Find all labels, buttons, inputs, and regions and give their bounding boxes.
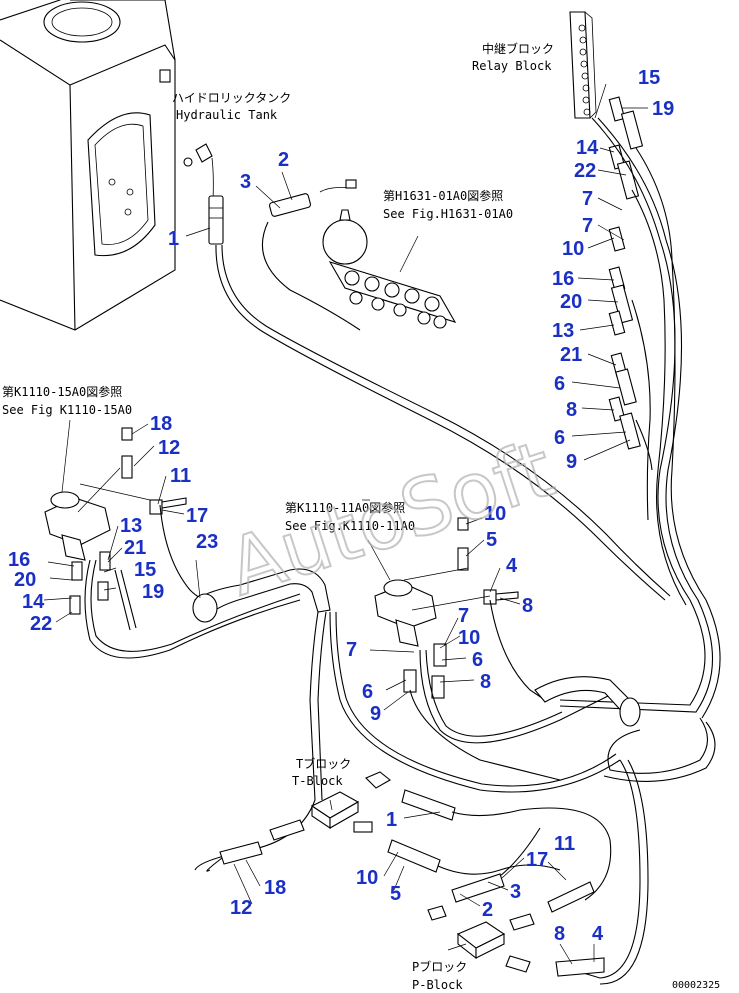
part-number: 7 bbox=[346, 639, 357, 661]
text-labels: 中継ブロック Relay Block ハイドロリックタンク Hydraulic … bbox=[2, 41, 554, 992]
return-lines bbox=[215, 221, 671, 601]
hydraulic-tank-label-en: Hydraulic Tank bbox=[176, 108, 278, 122]
ref-k1110-15-label-en: See Fig K1110-15A0 bbox=[2, 403, 132, 417]
part-number: 11 bbox=[554, 833, 575, 855]
part-number: 15 bbox=[638, 67, 660, 89]
part-number: 7 bbox=[458, 605, 469, 627]
part-number: 2 bbox=[482, 899, 493, 921]
part-number: 16 bbox=[8, 549, 30, 571]
part-number: 14 bbox=[22, 591, 45, 613]
hydraulic-tank-label-jp: ハイドロリックタンク bbox=[172, 91, 291, 105]
part-number: 17 bbox=[186, 505, 208, 527]
part-number: 19 bbox=[142, 581, 164, 603]
part-number: 21 bbox=[560, 344, 582, 366]
ref-k1110-11-label-jp: 第K1110-11A0図参照 bbox=[285, 500, 405, 515]
part-number: 3 bbox=[240, 171, 251, 193]
part-number: 15 bbox=[134, 559, 156, 581]
part-number: 8 bbox=[522, 595, 533, 617]
part-number: 16 bbox=[552, 268, 574, 290]
p-block-label-en: P-Block bbox=[412, 978, 463, 992]
p-block bbox=[427, 827, 605, 977]
part-number: 20 bbox=[560, 291, 582, 313]
part-number: 10 bbox=[458, 627, 480, 649]
part-number: 7 bbox=[582, 215, 593, 237]
part-number: 14 bbox=[576, 137, 599, 159]
part-number: 4 bbox=[506, 555, 518, 577]
part-number: 10 bbox=[484, 503, 506, 525]
part-number: 9 bbox=[566, 451, 577, 473]
part-number: 12 bbox=[230, 897, 252, 919]
ref-h1631-label-en: See Fig.H1631-01A0 bbox=[383, 207, 513, 221]
leader-lines bbox=[43, 83, 648, 965]
part-number: 5 bbox=[390, 883, 401, 905]
part-number: 10 bbox=[562, 238, 584, 260]
part-number: 10 bbox=[356, 867, 378, 889]
part-number: 8 bbox=[554, 923, 565, 945]
t-block-label-en: T-Block bbox=[292, 774, 343, 788]
accumulator-valve-assembly bbox=[268, 179, 457, 329]
part-number: 21 bbox=[124, 537, 146, 559]
part-numbers: 15 19 14 22 7 7 10 16 20 13 21 6 8 6 9 2… bbox=[8, 67, 674, 945]
part-number: 8 bbox=[480, 671, 491, 693]
part-number: 1 bbox=[168, 228, 179, 250]
relay-block-label-jp: 中継ブロック bbox=[482, 41, 554, 56]
center-ppc-valve bbox=[374, 517, 641, 781]
tank-outlet-fittings bbox=[183, 143, 224, 245]
part-number: 6 bbox=[554, 373, 565, 395]
part-number: 5 bbox=[486, 529, 497, 551]
part-number: 9 bbox=[370, 703, 381, 725]
document-number: 00002325 bbox=[672, 980, 720, 991]
t-block bbox=[206, 771, 612, 901]
ref-h1631-label-jp: 第H1631-01A0図参照 bbox=[383, 188, 503, 203]
part-number: 17 bbox=[526, 849, 548, 871]
part-number: 2 bbox=[278, 149, 289, 171]
part-number: 7 bbox=[582, 188, 593, 210]
part-number: 13 bbox=[552, 320, 574, 342]
part-number: 3 bbox=[510, 881, 521, 903]
relay-block bbox=[569, 11, 597, 119]
part-number: 22 bbox=[30, 613, 52, 635]
part-number: 6 bbox=[554, 427, 565, 449]
part-number: 1 bbox=[386, 809, 397, 831]
ref-k1110-15-label-jp: 第K1110-15A0図参照 bbox=[2, 384, 122, 399]
p-block-label-jp: Pブロック bbox=[412, 959, 467, 974]
part-number: 18 bbox=[150, 413, 172, 435]
part-number: 6 bbox=[472, 649, 483, 671]
part-number: 6 bbox=[362, 681, 373, 703]
part-number: 22 bbox=[574, 160, 596, 182]
part-number: 4 bbox=[592, 923, 604, 945]
part-number: 11 bbox=[170, 465, 191, 487]
relay-block-label-en: Relay Block bbox=[472, 59, 552, 73]
part-number: 12 bbox=[158, 437, 180, 459]
part-number: 13 bbox=[120, 515, 142, 537]
hydraulic-tank bbox=[0, 0, 176, 331]
hose-bundle bbox=[559, 117, 721, 985]
t-block-label-jp: Tブロック bbox=[296, 756, 351, 771]
ref-k1110-11-label-en: See Fig.K1110-11A0 bbox=[285, 519, 415, 533]
left-ppc-valve bbox=[44, 427, 301, 659]
part-number: 19 bbox=[652, 98, 674, 120]
part-number: 23 bbox=[196, 531, 218, 553]
part-number: 20 bbox=[14, 569, 36, 591]
part-number: 8 bbox=[566, 399, 577, 421]
part-number: 18 bbox=[264, 877, 286, 899]
relay-hose-fittings bbox=[608, 96, 644, 450]
